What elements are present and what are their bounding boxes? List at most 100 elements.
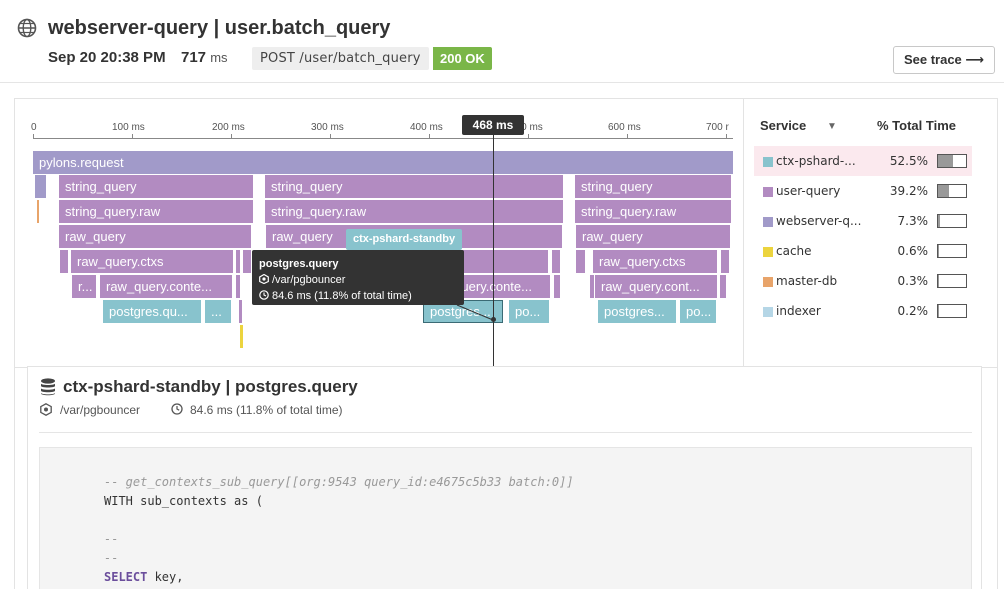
see-trace-button[interactable]: See trace ⟶ bbox=[893, 46, 995, 74]
span-postgres-query[interactable]: po... bbox=[680, 300, 716, 323]
tooltip-host: /var/pgbouncer bbox=[272, 274, 346, 286]
service-name: webserver-q... bbox=[776, 214, 862, 228]
service-pct: 39.2% bbox=[889, 184, 928, 198]
clock-icon bbox=[171, 403, 183, 415]
axis-tick bbox=[627, 134, 628, 139]
divider bbox=[39, 432, 972, 433]
tick-label: 300 ms bbox=[311, 122, 344, 133]
span-raw-query-short[interactable]: r... bbox=[72, 275, 96, 298]
service-pct-fill bbox=[938, 305, 939, 317]
span-bar[interactable] bbox=[721, 250, 729, 273]
header: webserver-query | user.batch_query Sep 2… bbox=[0, 0, 1004, 83]
sql-code-block: -- get_contexts_sub_query[[org:9543 quer… bbox=[39, 447, 972, 589]
trace-date: Sep 20 20:38 PM bbox=[48, 49, 166, 66]
span-raw-query[interactable]: raw_query bbox=[59, 225, 251, 248]
span-bar[interactable] bbox=[554, 275, 560, 298]
span-string-query-raw[interactable]: string_query.raw bbox=[59, 200, 253, 223]
span-raw-query[interactable]: raw_query bbox=[576, 225, 730, 248]
tick-label: 700 r bbox=[706, 122, 729, 133]
span-string-query[interactable]: string_query bbox=[265, 175, 563, 198]
service-pct-fill bbox=[938, 275, 939, 287]
span-bar[interactable] bbox=[720, 275, 726, 298]
service-pct: 0.2% bbox=[897, 304, 929, 318]
service-row[interactable]: cache 0.6% bbox=[754, 236, 972, 266]
span-postgres-query[interactable]: postgres... bbox=[598, 300, 676, 323]
time-cursor-line[interactable] bbox=[493, 131, 494, 367]
tick-label: 0 bbox=[31, 122, 37, 133]
span-bar[interactable] bbox=[35, 175, 46, 198]
service-column-header[interactable]: Service bbox=[760, 118, 807, 133]
span-bar[interactable] bbox=[236, 275, 240, 298]
clock-icon bbox=[259, 290, 269, 300]
span-detail-host: /var/pgbouncer bbox=[60, 403, 141, 417]
endpoint-badge: POST /user/batch_query bbox=[252, 47, 429, 70]
span-bar[interactable] bbox=[576, 250, 585, 273]
span-bar[interactable] bbox=[240, 325, 243, 348]
axis-tick bbox=[33, 134, 34, 139]
service-row[interactable]: master-db 0.3% bbox=[754, 266, 972, 296]
service-pct-bar bbox=[937, 244, 967, 258]
service-color-swatch bbox=[763, 187, 773, 197]
axis-tick bbox=[726, 134, 727, 139]
span-raw-query-context[interactable]: raw_query.cont... bbox=[595, 275, 717, 298]
status-badge: 200 OK bbox=[433, 47, 492, 70]
duration-value: 717 bbox=[181, 49, 207, 66]
trace-duration: 717 ms bbox=[181, 49, 228, 66]
tick-label: 200 ms bbox=[212, 122, 245, 133]
axis-tick bbox=[429, 134, 430, 139]
service-row[interactable]: ctx-pshard-... 52.5% bbox=[754, 146, 972, 176]
span-raw-query-ctxs[interactable]: raw_query.ctxs bbox=[71, 250, 233, 273]
database-icon bbox=[41, 378, 55, 396]
service-row[interactable]: indexer 0.2% bbox=[754, 296, 972, 326]
service-row[interactable]: user-query 39.2% bbox=[754, 176, 972, 206]
span-string-query[interactable]: string_query bbox=[575, 175, 731, 198]
host-icon bbox=[40, 403, 52, 416]
span-bar[interactable] bbox=[239, 300, 242, 323]
page-title: webserver-query | user.batch_query bbox=[48, 17, 391, 39]
span-raw-query-ctxs[interactable]: raw_query.ctxs bbox=[593, 250, 717, 273]
total-time-column-header[interactable]: % Total Time bbox=[877, 118, 956, 133]
span-postgres-query[interactable]: postgres.qu... bbox=[103, 300, 201, 323]
tick-label: 100 ms bbox=[112, 122, 145, 133]
span-detail-title: ctx-pshard-standby | postgres.query bbox=[63, 377, 358, 396]
span-raw-query-context[interactable]: raw_query.conte... bbox=[100, 275, 232, 298]
span-pylons-request[interactable]: pylons.request bbox=[33, 151, 733, 174]
span-postgres-query[interactable]: ... bbox=[205, 300, 231, 323]
service-pct-bar bbox=[937, 154, 967, 168]
span-string-query-raw[interactable]: string_query.raw bbox=[575, 200, 731, 223]
axis-tick bbox=[231, 134, 232, 139]
code-line: -- get_contexts_sub_query[[org:9543 quer… bbox=[104, 475, 574, 489]
span-bar[interactable] bbox=[37, 200, 39, 223]
service-name: indexer bbox=[776, 304, 821, 318]
span-bar[interactable] bbox=[60, 250, 68, 273]
tooltip-time-row: 84.6 ms (11.8% of total time) bbox=[259, 288, 457, 304]
service-pct: 0.3% bbox=[897, 274, 929, 288]
host-icon bbox=[259, 274, 269, 284]
tooltip-title: postgres.query bbox=[259, 258, 339, 270]
service-pct-fill bbox=[938, 215, 940, 227]
tooltip-host-row: /var/pgbouncer bbox=[259, 272, 457, 288]
span-string-query-raw[interactable]: string_query.raw bbox=[265, 200, 563, 223]
tick-label: 500 ms bbox=[510, 122, 543, 133]
sort-desc-icon[interactable]: ▼ bbox=[827, 121, 837, 132]
service-row[interactable]: webserver-q... 7.3% bbox=[754, 206, 972, 236]
globe-icon bbox=[17, 18, 37, 38]
span-string-query[interactable]: string_query bbox=[59, 175, 253, 198]
span-bar[interactable] bbox=[552, 250, 560, 273]
tooltip-time: 84.6 ms (11.8% of total time) bbox=[272, 290, 412, 302]
service-pct-fill bbox=[938, 185, 949, 197]
service-color-swatch bbox=[763, 247, 773, 257]
service-color-swatch bbox=[763, 217, 773, 227]
span-bar[interactable] bbox=[236, 250, 240, 273]
service-pct: 52.5% bbox=[889, 154, 928, 168]
sql-keyword: SELECT bbox=[104, 570, 148, 584]
service-pct-bar bbox=[937, 184, 967, 198]
service-pct-bar bbox=[937, 304, 967, 318]
span-postgres-query[interactable]: po... bbox=[509, 300, 549, 323]
span-bar[interactable] bbox=[243, 250, 251, 273]
span-bar[interactable] bbox=[590, 275, 594, 298]
tooltip-pointer-line bbox=[456, 304, 494, 321]
service-color-swatch bbox=[763, 307, 773, 317]
time-cursor-label: 468 ms bbox=[462, 115, 524, 135]
service-pct-bar bbox=[937, 274, 967, 288]
